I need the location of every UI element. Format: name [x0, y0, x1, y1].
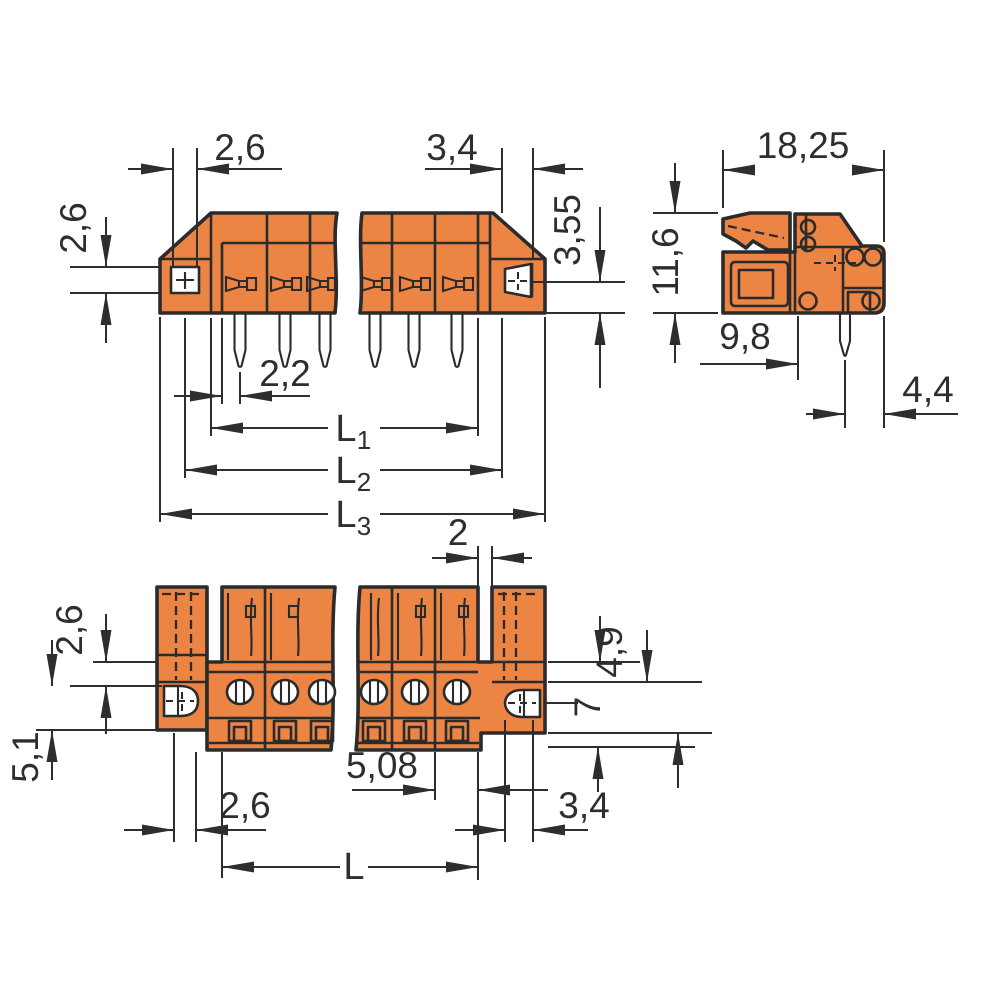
- dim-bottom-left: 2,6: [219, 785, 270, 826]
- dim-flange-right: 3,4: [426, 127, 477, 168]
- dim-l1-sub: 1: [357, 425, 371, 455]
- side-view-partition-lines: [160, 213, 545, 313]
- front-view-hole-details: [166, 681, 536, 717]
- front-view-body: [155, 585, 547, 752]
- dim-gap: 2: [448, 512, 469, 553]
- dim-l3-sub: 3: [357, 511, 371, 541]
- front-view-partition-lines: [157, 587, 545, 750]
- dim-profile-height: 11,6: [645, 227, 686, 296]
- dim-height-right: 3,55: [547, 194, 588, 266]
- dim-profile-front-depth: 9,8: [719, 316, 770, 357]
- front-view-hidden-lines: [162, 592, 540, 680]
- profile-view-pin: [838, 311, 852, 358]
- side-view-dimensions: [70, 148, 625, 522]
- side-view-hole-crosshairs: [176, 272, 528, 290]
- dim-profile-pin-to-edge: 4,4: [902, 369, 953, 410]
- dim-pin-offset: 2,2: [259, 353, 310, 394]
- dim-l2-sub: 2: [357, 467, 371, 497]
- front-view: 2 2,6 5,1 4,9 7 5,08 2,6 3,4 L: [5, 512, 712, 888]
- dim-left-upper: 2,6: [49, 604, 90, 655]
- dim-right-lower: 7: [567, 697, 608, 718]
- dim-profile-width: 18,25: [757, 125, 850, 166]
- side-view-clamp-slots: [224, 275, 475, 293]
- side-view-body: [158, 211, 547, 315]
- dim-length: L: [343, 846, 364, 888]
- profile-view-dimensions: [653, 150, 958, 428]
- dim-l2: L: [335, 450, 356, 492]
- dim-right-upper: 4,9: [589, 626, 630, 677]
- dim-bottom-right: 3,4: [558, 785, 609, 826]
- dim-left-lower: 5,1: [5, 731, 46, 782]
- dim-pitch: 5,08: [346, 745, 418, 786]
- dim-height-left: 2,6: [53, 202, 94, 253]
- side-view-pins: [233, 311, 464, 369]
- profile-view-dimension-labels: 18,25 11,6 9,8 4,4: [645, 125, 954, 410]
- side-view-dimension-labels: 2,6 3,4 2,6 3,55 2,2 L 1 L 2 L 3: [53, 127, 588, 541]
- dim-l3: L: [335, 494, 356, 536]
- dim-l1: L: [335, 408, 356, 450]
- front-view-solder-pads: [227, 719, 470, 743]
- front-view-dimension-labels: 2 2,6 5,1 4,9 7 5,08 2,6 3,4 L: [5, 512, 630, 888]
- profile-view-hidden-lines: [727, 224, 856, 271]
- side-view: 2,6 3,4 2,6 3,55 2,2 L 1 L 2 L 3: [53, 127, 625, 541]
- profile-view: 18,25 11,6 9,8 4,4: [645, 125, 958, 428]
- front-view-tower-details: [226, 593, 470, 660]
- profile-view-details: [729, 214, 884, 315]
- front-view-dimensions: [36, 546, 712, 880]
- dim-flange-left: 2,6: [214, 127, 265, 168]
